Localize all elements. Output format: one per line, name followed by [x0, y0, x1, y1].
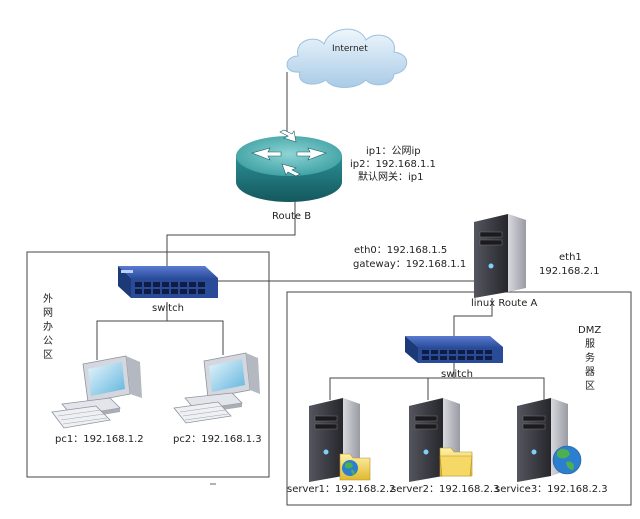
server1-globe-folder-icon [339, 453, 371, 481]
connection-lines [96, 72, 545, 400]
linux-router-eth1-name: eth1 [559, 252, 582, 263]
link-switch-pc1 [96, 302, 168, 360]
link-dmz-switch-server3 [454, 377, 545, 400]
server2-label: server2：192.168.2.3 [391, 484, 500, 495]
link-router-switch [166, 200, 296, 266]
linux-router-label: linux Route A [471, 298, 538, 309]
zone-lan-box [26, 251, 270, 478]
server3-label: service3：192.168.2.3 [495, 484, 608, 495]
dmz-switch-icon [405, 336, 503, 363]
pc2-computer-icon [173, 352, 260, 424]
link-linux-router-dmz-switch [453, 298, 493, 336]
link-dmz-switch-servers [329, 363, 455, 400]
router-b-ip1: ip1：公网ip [366, 146, 421, 157]
internet-label: Internet [332, 44, 368, 54]
linux-router-gateway: gateway：192.168.1.1 [353, 259, 467, 270]
router-b-ip2: ip2：192.168.1.1 [350, 159, 436, 170]
router-b-gateway: 默认网关：ip1 [358, 172, 424, 183]
zone-dmz-title-top: DMZ [578, 325, 602, 336]
lan-switch-icon [118, 266, 218, 298]
linux-router-eth1-ip: 192.168.2.1 [539, 266, 600, 277]
pc2-label: pc2：192.168.1.3 [173, 434, 262, 445]
zone-dmz-box [286, 291, 632, 506]
linux-router-eth0: eth0：192.168.1.5 [354, 245, 448, 256]
router-b-icon [236, 129, 342, 202]
server3-globe-icon [552, 445, 582, 475]
pc1-computer-icon [51, 355, 142, 429]
pc1-label: pc1：192.168.1.2 [55, 434, 144, 445]
link-switch-pc2 [167, 320, 224, 355]
server3-icon [517, 398, 568, 482]
router-b-label: Route B [272, 211, 312, 222]
lan-switch-label: switch [152, 303, 184, 314]
zone-dmz-title-rest: 服务器区 [585, 339, 595, 392]
dmz-switch-label: switch [441, 369, 473, 380]
zone-lan-title: 外网办公区 [43, 294, 53, 361]
internet-cloud-icon [286, 28, 408, 88]
server2-folder-icon [439, 447, 473, 477]
linux-router-server-icon [474, 214, 526, 298]
server1-label: server1：192.168.2.2 [287, 484, 396, 495]
